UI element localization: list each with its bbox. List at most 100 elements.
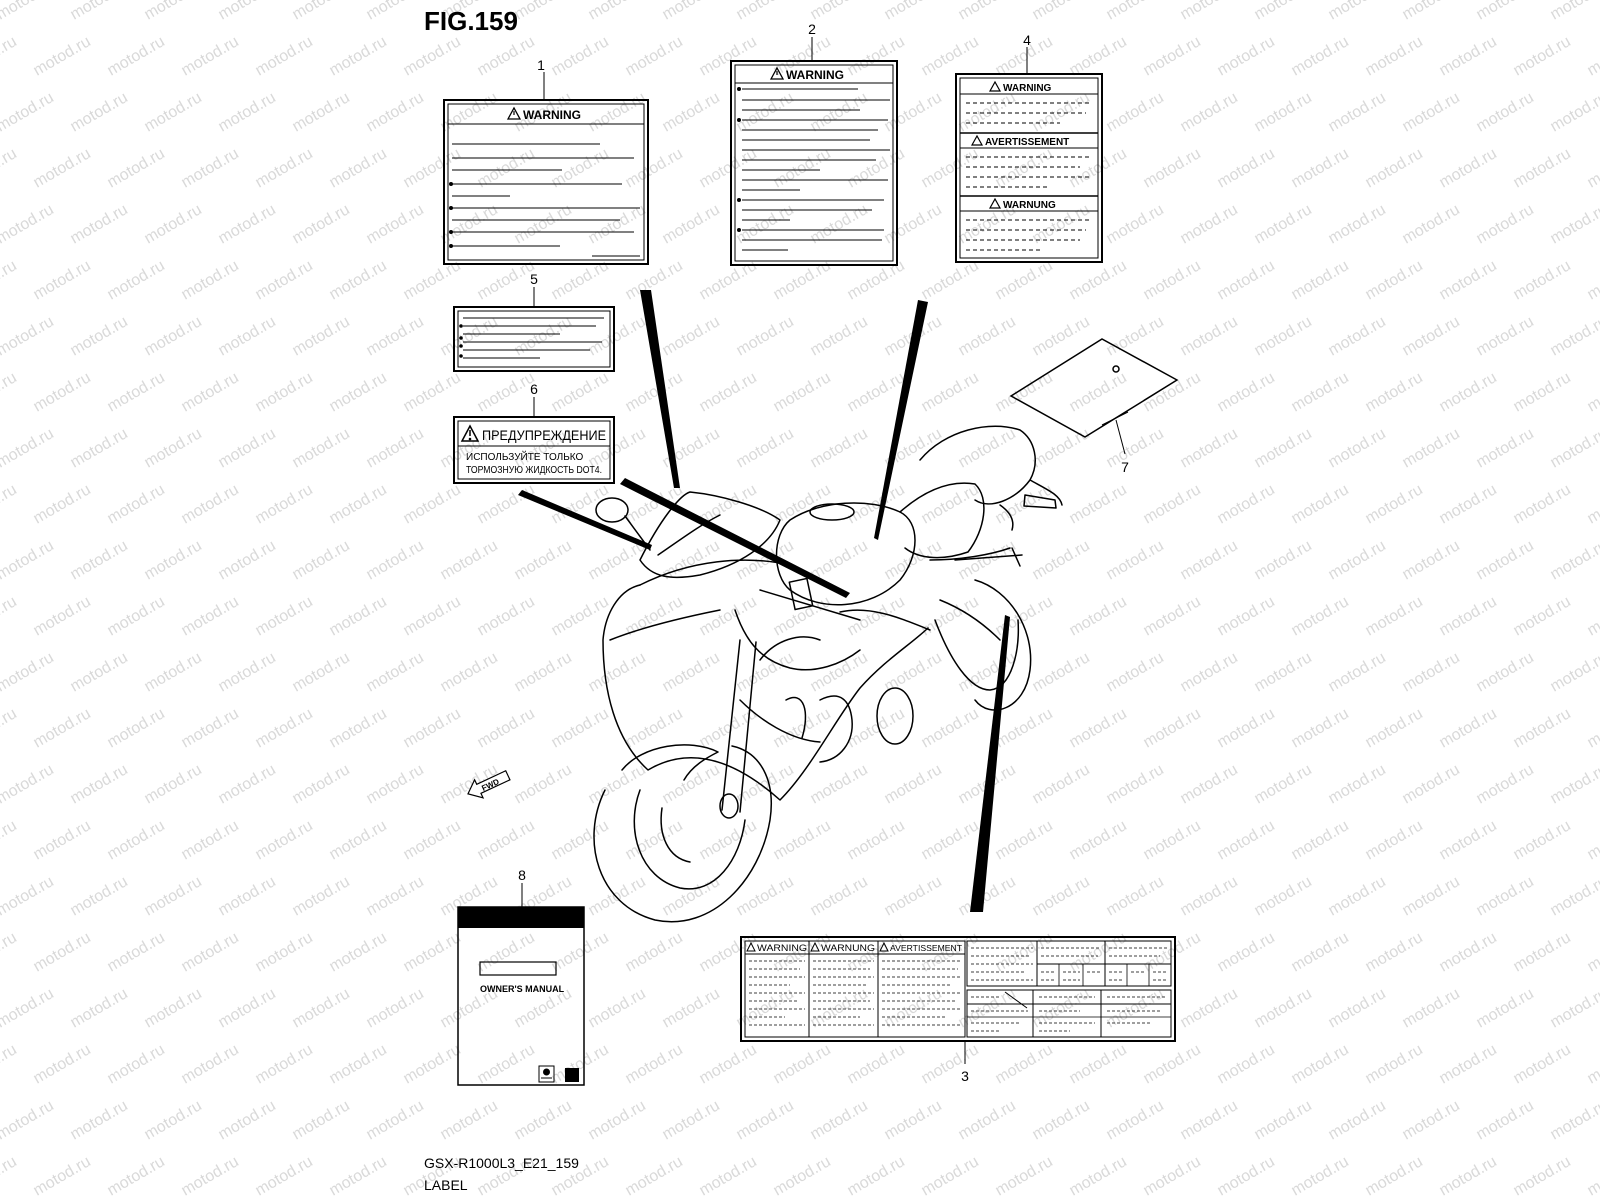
watermark-text: motod.ru [586,1097,649,1143]
watermark-text: motod.ru [364,1097,427,1143]
watermark-text: motod.ru [1289,145,1352,191]
label-6-line-2: ТОРМОЗНУЮ ЖИДКОСТЬ DOT4. [466,465,602,476]
watermark-text: motod.ru [327,593,390,639]
section-caption: LABEL [424,1177,468,1193]
watermark-text: motod.ru [253,369,316,415]
label-2-warning-sticker[interactable]: WARNING [730,60,898,266]
watermark-text: motod.ru [253,817,316,863]
watermark-text: motod.ru [327,1041,390,1087]
watermark-text: motod.ru [68,201,131,247]
front-wheel [593,745,772,923]
watermark-text: motod.ru [1067,817,1130,863]
watermark-text: motod.ru [1178,89,1241,135]
watermark-text: motod.ru [845,1153,908,1199]
watermark-text: motod.ru [216,1097,279,1143]
watermark-text: motod.ru [216,0,279,23]
watermark-text: motod.ru [475,705,538,751]
watermark-text: motod.ru [660,649,723,695]
watermark-text: motod.ru [1141,145,1204,191]
watermark-text: motod.ru [1437,145,1500,191]
watermark-text: motod.ru [845,705,908,751]
watermark-text: motod.ru [1400,537,1463,583]
watermark-text: motod.ru [1289,1153,1352,1199]
watermark-text: motod.ru [364,649,427,695]
label-1-warning-sticker[interactable]: WARNING [443,99,649,265]
label-7-tank-sticker[interactable] [1009,338,1179,438]
watermark-text: motod.ru [1326,313,1389,359]
watermark-text: motod.ru [0,593,20,639]
watermark-text: motod.ru [1178,1097,1241,1143]
watermark-text: motod.ru [1363,929,1426,975]
watermark-text: motod.ru [512,537,575,583]
watermark-text: motod.ru [1178,761,1241,807]
watermark-text: motod.ru [808,761,871,807]
watermark-text: motod.ru [105,929,168,975]
watermark-text: motod.ru [401,817,464,863]
watermark-text: motod.ru [364,985,427,1031]
watermark-text: motod.ru [68,649,131,695]
watermark-text: motod.ru [475,929,538,975]
watermark-text: motod.ru [660,313,723,359]
watermark-text: motod.ru [290,1097,353,1143]
callout-4: 4 [1023,32,1031,48]
watermark-text: motod.ru [623,1041,686,1087]
owners-manual-booklet[interactable]: OWNER'S MANUAL [457,906,585,1086]
watermark-text: motod.ru [1437,1153,1500,1199]
watermark-text: motod.ru [1437,369,1500,415]
label-1-bullets [449,182,453,248]
watermark-text: motod.ru [1511,257,1574,303]
watermark-text: motod.ru [1585,369,1600,415]
watermark-text: motod.ru [1437,705,1500,751]
watermark-text: motod.ru [142,537,205,583]
watermark-text: motod.ru [845,33,908,79]
watermark-text: motod.ru [1474,761,1537,807]
label-4-trilingual-sticker[interactable]: WARNING AVERTISSEMENT WARNUNG [955,73,1103,263]
watermark-text: motod.ru [1178,985,1241,1031]
callout-2: 2 [808,21,816,37]
label-3-heading-fr: AVERTISSEMENT [890,944,962,953]
watermark-text: motod.ru [1178,537,1241,583]
watermark-text: motod.ru [179,593,242,639]
watermark-text: motod.ru [1178,873,1241,919]
watermark-text: motod.ru [327,369,390,415]
watermark-text: motod.ru [216,201,279,247]
watermark-text: motod.ru [1252,649,1315,695]
watermark-text: motod.ru [1104,649,1167,695]
pointer-wedges [518,290,1010,912]
watermark-text: motod.ru [512,0,575,23]
watermark-text: motod.ru [1178,201,1241,247]
watermark-text: motod.ru [808,425,871,471]
watermark-text: motod.ru [1104,761,1167,807]
watermark-text: motod.ru [1104,985,1167,1031]
side-panel [739,636,821,743]
watermark-text: motod.ru [364,0,427,23]
pointer-label-1 [640,290,680,488]
watermark-text: motod.ru [364,201,427,247]
front-fork [719,639,757,819]
label-3-left-dashed-text [749,960,961,1026]
watermark-text: motod.ru [919,257,982,303]
watermark-text: motod.ru [1252,761,1315,807]
watermark-text: motod.ru [1548,985,1600,1031]
motorcycle-line-drawing [593,425,1063,923]
watermark-text: motod.ru [0,1041,20,1087]
watermark-text: motod.ru [993,1153,1056,1199]
watermark-text: motod.ru [808,873,871,919]
watermark-text: motod.ru [771,1041,834,1087]
watermark-text: motod.ru [1030,425,1093,471]
warning-triangle-icon [769,66,785,80]
watermark-text: motod.ru [1030,761,1093,807]
watermark-text: motod.ru [179,1153,242,1199]
watermark-text: motod.ru [919,1041,982,1087]
watermark-text: motod.ru [956,89,1019,135]
watermark-text: motod.ru [253,257,316,303]
watermark-text: motod.ru [0,1153,20,1199]
watermark-text: motod.ru [1030,313,1093,359]
watermark-text: motod.ru [68,1097,131,1143]
suzuki-logo-icon [538,1065,555,1083]
watermark-text: motod.ru [1215,593,1278,639]
watermark-text: motod.ru [1215,1153,1278,1199]
watermark-text: motod.ru [919,369,982,415]
label-3-tire-info-sticker[interactable]: WARNING WARNUNG AVERTISSEMENT [740,936,1176,1042]
watermark-text: motod.ru [1030,537,1093,583]
